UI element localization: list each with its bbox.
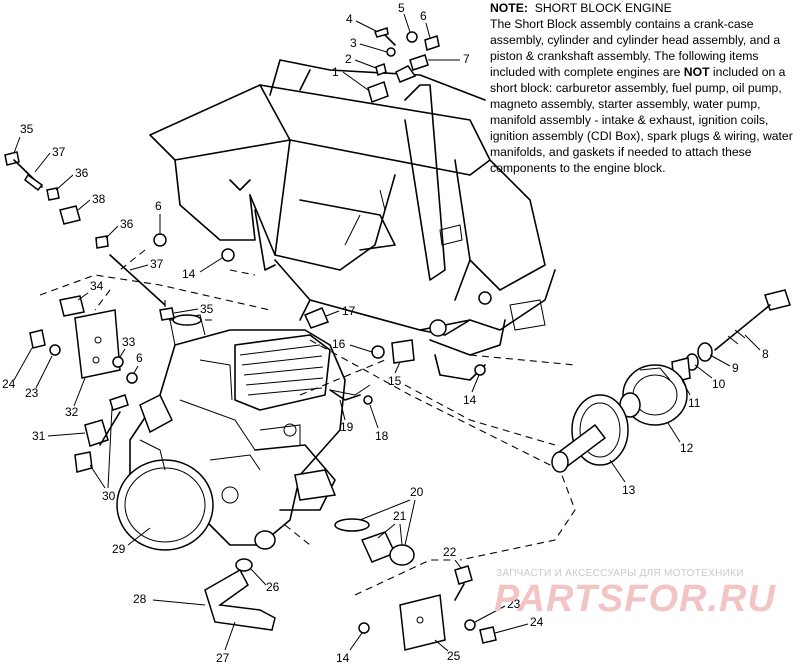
callout-19: 19 xyxy=(340,420,354,434)
parts xyxy=(4,27,791,651)
callout-9: 9 xyxy=(732,361,739,375)
note-line2: included on a short block: carburetor as… xyxy=(490,65,793,175)
callout-11: 11 xyxy=(688,396,701,410)
note-title: SHORT BLOCK ENGINE xyxy=(534,1,672,15)
frame-assembly xyxy=(149,59,556,381)
callout-6b: 6 xyxy=(155,199,162,213)
callout-32: 32 xyxy=(65,405,79,419)
callout-14a: 14 xyxy=(182,267,196,281)
callout-15: 15 xyxy=(388,374,402,388)
callout-26: 26 xyxy=(266,580,280,594)
callout-4: 4 xyxy=(346,12,353,26)
callout-36b: 36 xyxy=(120,217,134,231)
watermark-tagline: ЗАПЧАСТИ И АКСЕССУАРЫ ДЛЯ МОТОТЕХНИКИ xyxy=(496,568,744,579)
callout-38: 38 xyxy=(92,192,106,206)
callout-14b: 14 xyxy=(463,393,477,407)
callout-37b: 37 xyxy=(150,257,164,271)
callout-10: 10 xyxy=(712,377,726,391)
callout-23a: 23 xyxy=(25,386,39,400)
callout-16: 16 xyxy=(332,337,346,351)
callout-1: 1 xyxy=(332,65,339,79)
callout-21: 21 xyxy=(393,509,407,523)
callout-13: 13 xyxy=(622,483,636,497)
callout-25: 25 xyxy=(447,649,461,663)
callout-20: 20 xyxy=(410,485,424,499)
callout-12: 12 xyxy=(680,441,694,455)
callout-24a: 24 xyxy=(2,377,16,391)
callout-5: 5 xyxy=(398,1,405,15)
leader-lines xyxy=(39,249,576,596)
note-not-word: NOT xyxy=(683,65,710,79)
callout-8: 8 xyxy=(762,347,769,361)
callout-35a: 35 xyxy=(20,122,34,136)
callout-30: 30 xyxy=(102,489,116,503)
callout-18: 18 xyxy=(375,429,389,443)
callout-36a: 36 xyxy=(75,166,89,180)
callout-6c: 6 xyxy=(136,351,143,365)
callout-7: 7 xyxy=(463,52,470,66)
watermark-logo: PARTSFOR.RU xyxy=(494,578,776,620)
short-block-note: NOTE: SHORT BLOCK ENGINE The Short Block… xyxy=(490,0,798,176)
callout-37a: 37 xyxy=(52,145,66,159)
callout-33: 33 xyxy=(122,335,136,349)
callout-23b: 23 xyxy=(507,597,521,611)
callout-34: 34 xyxy=(90,279,104,293)
callout-35b: 35 xyxy=(200,302,214,316)
callout-24b: 24 xyxy=(530,615,544,629)
callout-labels: 1 2 3 4 5 6 7 35 37 36 38 36 37 35 6 14 … xyxy=(2,1,769,664)
callout-2: 2 xyxy=(345,52,352,66)
callout-28: 28 xyxy=(133,592,147,606)
note-heading: NOTE: xyxy=(490,1,528,15)
callout-22: 22 xyxy=(443,545,457,559)
note-line1: The Short Block assembly contains a cran… xyxy=(490,17,781,79)
callout-3: 3 xyxy=(350,36,357,50)
callout-29: 29 xyxy=(112,542,126,556)
callout-6a: 6 xyxy=(420,9,427,23)
callout-27: 27 xyxy=(216,651,230,664)
callout-14c: 14 xyxy=(336,651,350,664)
engine-assembly xyxy=(116,314,371,551)
callout-31: 31 xyxy=(32,429,46,443)
callout-17: 17 xyxy=(342,304,356,318)
